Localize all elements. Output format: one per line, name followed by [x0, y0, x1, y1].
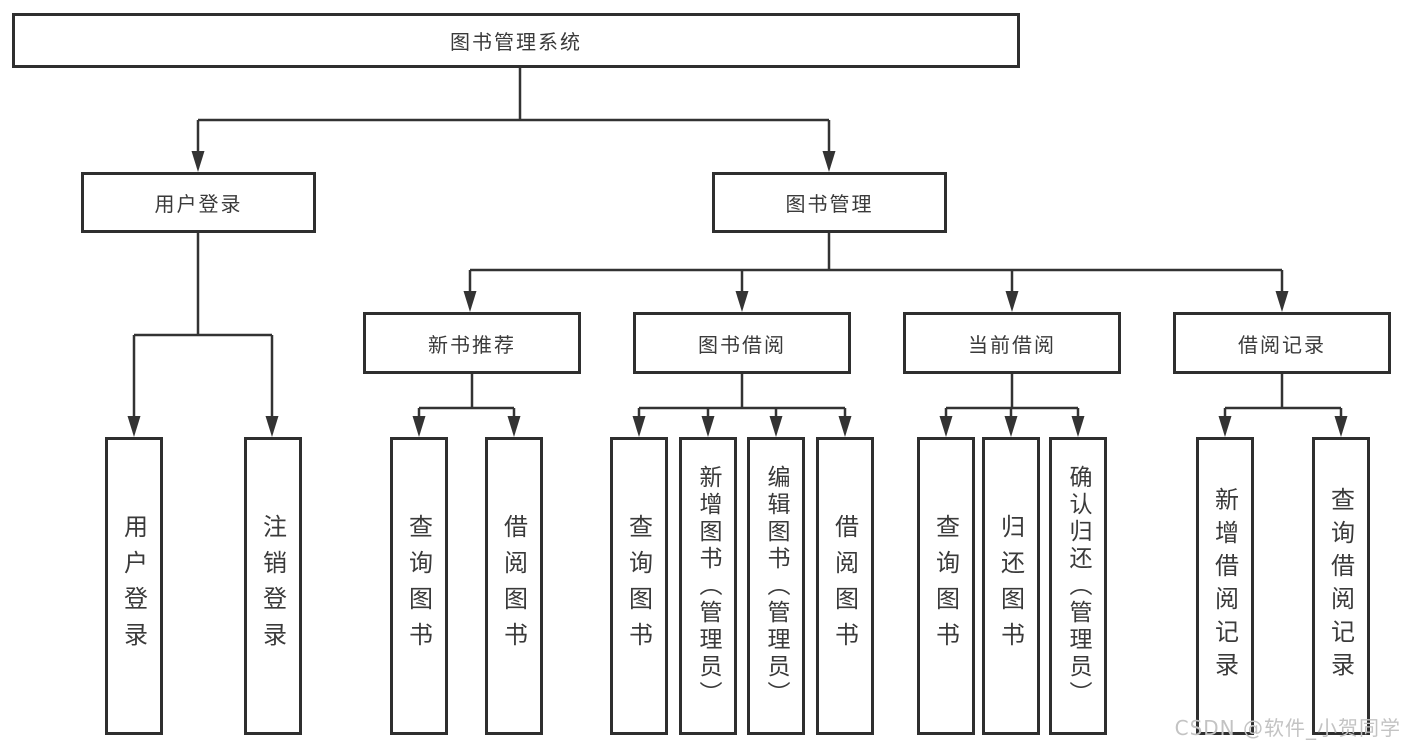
node-book-management: 图书管理: [712, 172, 947, 233]
connector-trunks: [132, 68, 1343, 419]
node-user-login-label: 用户登录: [154, 192, 243, 216]
node-leaf-query-borrow-record-label: 查询借阅记录: [1326, 487, 1355, 685]
node-leaf-return-book: 归还图书: [982, 437, 1040, 735]
node-leaf-confirm-return-admin: 确认归还（管理员）: [1049, 437, 1107, 735]
node-leaf-add-borrow-record-label: 新增借阅记录: [1210, 487, 1239, 685]
node-leaf-query-borrow-record: 查询借阅记录: [1312, 437, 1370, 735]
node-leaf-logout-label: 注销登录: [258, 514, 287, 658]
node-leaf-user-login: 用户登录: [105, 437, 163, 735]
node-leaf-add-book-admin: 新增图书（管理员）: [679, 437, 737, 735]
node-root-label: 图书管理系统: [450, 30, 582, 54]
node-leaf-add-book-admin-label: 新增图书（管理员）: [695, 464, 721, 708]
node-new-book-recommend: 新书推荐: [363, 312, 581, 374]
node-leaf-query-book-3-label: 查询图书: [931, 514, 960, 658]
node-leaf-logout: 注销登录: [244, 437, 302, 735]
node-leaf-user-login-label: 用户登录: [119, 514, 148, 658]
node-new-book-recommend-label: 新书推荐: [428, 332, 516, 357]
node-leaf-query-book-2-label: 查询图书: [624, 514, 653, 658]
node-borrow-records-label: 借阅记录: [1238, 332, 1326, 357]
node-leaf-query-book-2: 查询图书: [610, 437, 668, 735]
csdn-watermark: CSDN @软件_小贺同学: [1174, 716, 1401, 740]
node-user-login: 用户登录: [81, 172, 316, 233]
node-leaf-borrow-book-2-label: 借阅图书: [830, 514, 859, 658]
node-book-borrow-label: 图书借阅: [698, 332, 786, 357]
node-leaf-borrow-book-2: 借阅图书: [816, 437, 874, 735]
node-leaf-confirm-return-admin-label: 确认归还（管理员）: [1065, 464, 1091, 708]
node-borrow-records: 借阅记录: [1173, 312, 1391, 374]
node-leaf-borrow-book-1: 借阅图书: [485, 437, 543, 735]
node-leaf-return-book-label: 归还图书: [996, 514, 1025, 658]
node-leaf-add-borrow-record: 新增借阅记录: [1196, 437, 1254, 735]
node-book-borrow: 图书借阅: [633, 312, 851, 374]
node-current-borrow-label: 当前借阅: [968, 332, 1056, 357]
node-leaf-edit-book-admin-label: 编辑图书（管理员）: [763, 464, 789, 708]
node-book-management-label: 图书管理: [785, 192, 874, 216]
node-leaf-query-book-1-label: 查询图书: [404, 514, 433, 658]
node-leaf-query-book-1: 查询图书: [390, 437, 448, 735]
node-leaf-query-book-3: 查询图书: [917, 437, 975, 735]
node-current-borrow: 当前借阅: [903, 312, 1121, 374]
node-leaf-borrow-book-1-label: 借阅图书: [499, 514, 528, 658]
node-leaf-edit-book-admin: 编辑图书（管理员）: [747, 437, 805, 735]
node-root: 图书管理系统: [12, 13, 1020, 68]
connector-arrowheads: [127, 151, 1348, 437]
